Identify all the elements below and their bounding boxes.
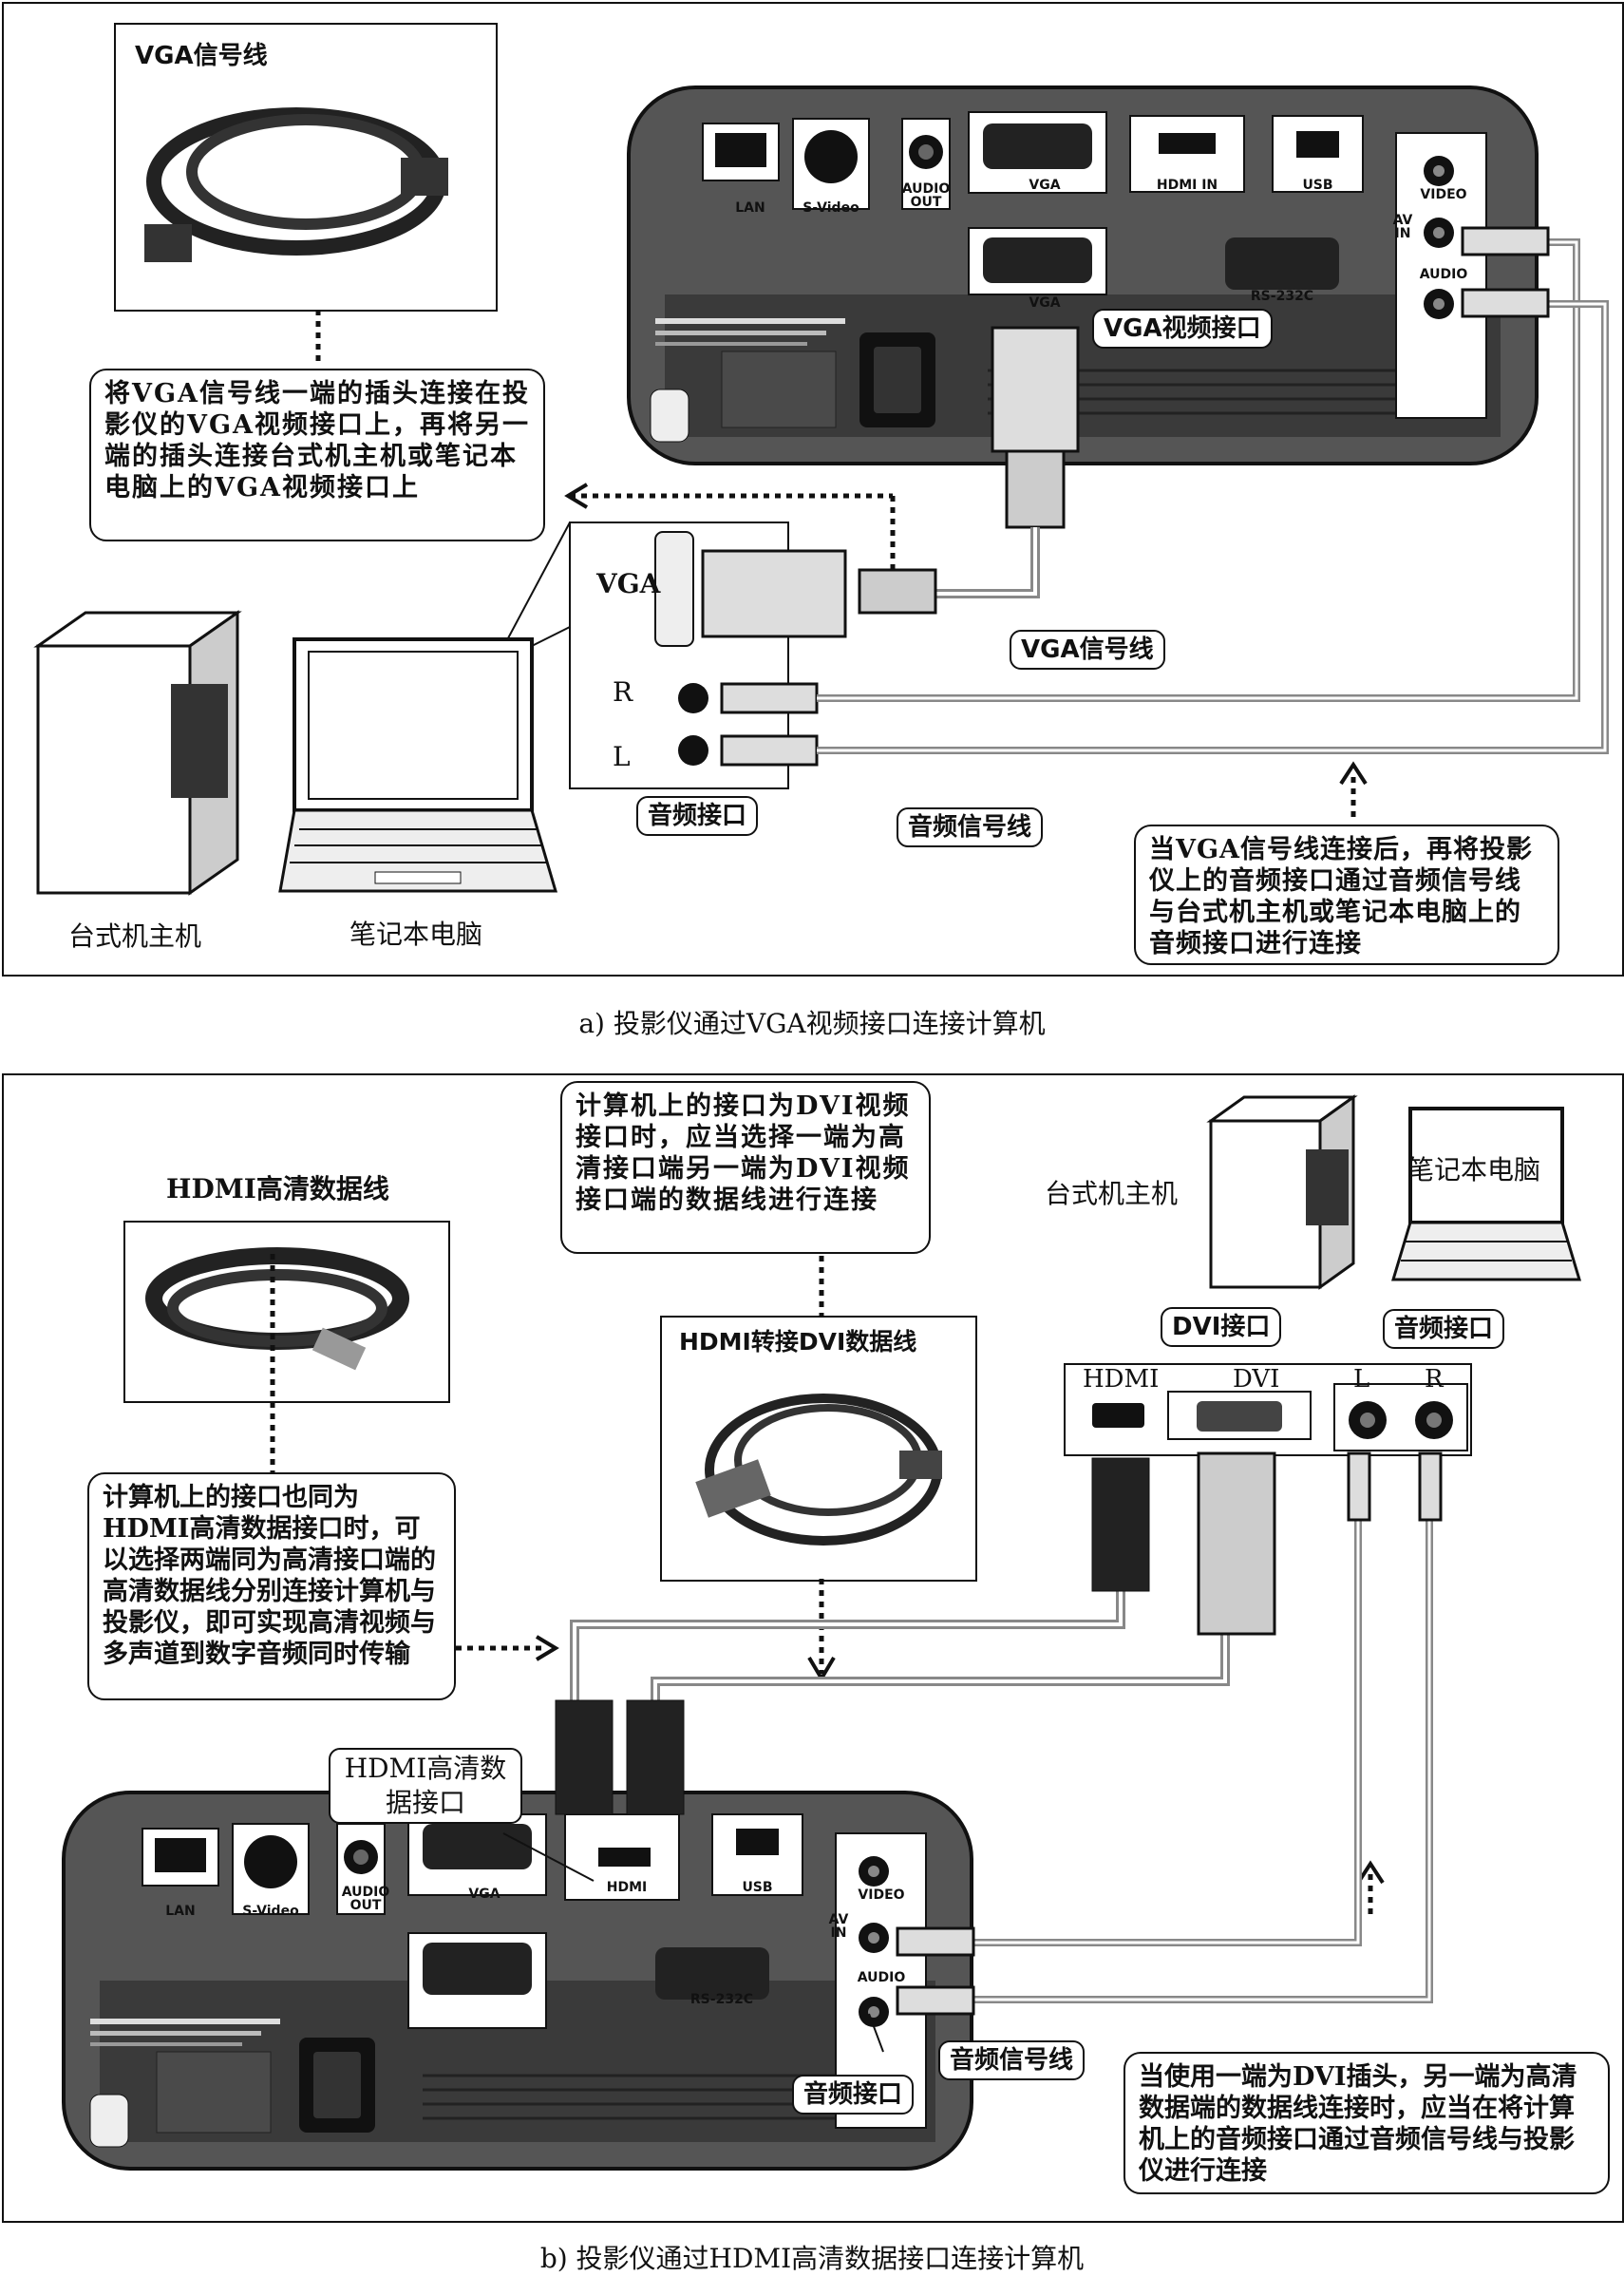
- pc-l-label: L: [613, 741, 631, 772]
- proj-a-vga2-label: VGA: [1029, 295, 1061, 311]
- desktop-b-label: 台式机主机: [1045, 1178, 1179, 1209]
- projector-b: [62, 1791, 973, 2171]
- proj-b-video-label: VIDEO: [858, 1887, 905, 1903]
- tag-audio-port: 音频接口: [636, 796, 759, 836]
- proj-a-audio-label: AUDIO: [1419, 267, 1468, 282]
- note-hdmi-cable: 计算机上的接口也同为HDMI高清数据接口时，可以选择两端同为高清接口端的高清数据…: [87, 1472, 456, 1700]
- tag-vga-cable: VGA信号线: [1010, 630, 1165, 670]
- hdmi-cable-icon: [145, 1247, 409, 1371]
- proj-a-vga-label: VGA: [1029, 178, 1061, 193]
- desktop-a-label: 台式机主机: [68, 920, 202, 952]
- pc-l-b-label: L: [1353, 1365, 1370, 1394]
- caption-b: b) 投影仪通过HDMI高清数据接口连接计算机: [539, 2243, 1085, 2274]
- panel-a-cables: [315, 226, 1609, 817]
- proj-b-svideo-label: S-Video: [242, 1904, 299, 1919]
- hdmi-dvi-adapter-icon: [695, 1394, 942, 1546]
- proj-b-rs232-label: RS-232C: [689, 1992, 754, 2007]
- proj-a-usb-label: USB: [1302, 178, 1333, 193]
- hdmi-cable-photo-label: HDMI高清数据线: [166, 1173, 389, 1204]
- laptop-b-icon: [1391, 1107, 1581, 1281]
- vga-cable-icon: [144, 107, 448, 262]
- caption-a: a) 投影仪通过VGA视频接口连接计算机: [578, 1008, 1046, 1039]
- pc-dvi-label: DVI: [1233, 1365, 1280, 1394]
- tag-audio-port-pc: 音频接口: [1383, 1309, 1505, 1349]
- proj-a-video-label: VIDEO: [1420, 187, 1467, 202]
- note-vga-connection: 将VGA信号线一端的插头连接在投影仪的VGA视频接口上，再将另一端的插头连接台式…: [89, 369, 545, 541]
- pc-hdmi-label: HDMI: [1083, 1365, 1160, 1394]
- pc-vga-label: VGA: [596, 568, 661, 599]
- tag-dvi-port: DVI接口: [1161, 1307, 1282, 1347]
- pc-r-label: R: [613, 676, 633, 708]
- laptop-a-icon: [278, 637, 558, 893]
- proj-a-hdmi-in-label: HDMI IN: [1156, 178, 1218, 193]
- pc-port-strip-b: [1064, 1363, 1472, 1456]
- proj-a-svideo-label: S-Video: [803, 200, 859, 216]
- tag-audio-cable: 音频信号线: [897, 807, 1044, 847]
- proj-b-vga-label: VGA: [468, 1887, 500, 1902]
- tag-audio-cable-b: 音频信号线: [938, 2040, 1086, 2080]
- hdmi-cable-photo-frame: [123, 1221, 450, 1403]
- vga-cable-photo-frame: VGA信号线: [114, 23, 498, 312]
- vga-cable-photo-label: VGA信号线: [135, 42, 268, 70]
- panel-b-cables: [270, 1254, 1443, 2053]
- tag-vga-port: VGA视频接口: [1092, 309, 1273, 349]
- laptop-b-label: 笔记本电脑: [1407, 1154, 1541, 1185]
- proj-b-audio-label: AUDIO: [857, 1970, 906, 1985]
- proj-b-lan-label: LAN: [165, 1904, 196, 1919]
- desktop-computer-b-icon: [1206, 1094, 1358, 1290]
- tag-audio-port-proj: 音频接口: [792, 2075, 915, 2115]
- adapter-photo-frame: HDMI转接DVI数据线: [660, 1316, 977, 1582]
- laptop-a-label: 笔记本电脑: [349, 919, 483, 950]
- proj-a-lan-label: LAN: [735, 200, 765, 216]
- note-audio-connection-b: 当使用一端为DVI插头，另一端为高清数据端的数据线连接时，应当在将计算机上的音频…: [1124, 2052, 1610, 2194]
- note-dvi-cable: 计算机上的接口为DVI视频接口时，应当选择一端为高清接口端另一端为DVI视频接口…: [560, 1081, 931, 1254]
- tag-hdmi-port: HDMI高清数据接口: [329, 1748, 522, 1824]
- proj-b-hdmi-label: HDMI: [606, 1880, 648, 1895]
- note-audio-connection: 当VGA信号线连接后，再将投影仪上的音频接口通过音频信号线与台式机主机或笔记本电…: [1134, 825, 1559, 965]
- pc-r-b-label: R: [1425, 1365, 1444, 1394]
- proj-a-rs232-label: RS-232C: [1250, 289, 1314, 304]
- adapter-photo-label: HDMI转接DVI数据线: [679, 1328, 917, 1356]
- desktop-computer-a-icon: [33, 610, 242, 896]
- proj-b-usb-label: USB: [742, 1880, 773, 1895]
